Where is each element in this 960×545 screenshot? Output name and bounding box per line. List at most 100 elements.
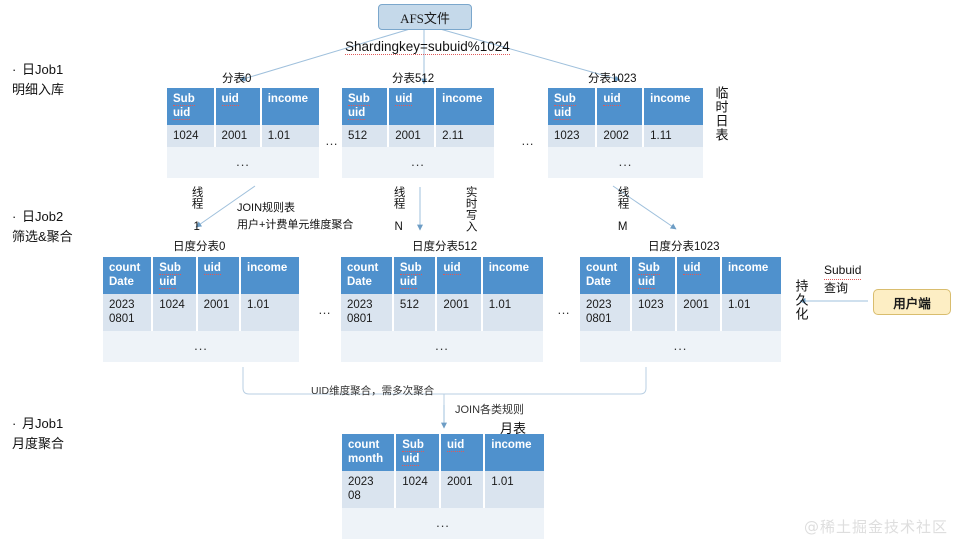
join-rule-line1: JOIN规则表 <box>237 202 296 214</box>
column-header: count Date <box>586 262 618 289</box>
daily-ellipsis-right: … <box>557 302 570 317</box>
daily-table-512: count Date Sub uid uid income 2023 0801 … <box>341 257 543 362</box>
column-header: Sub uid <box>554 93 576 121</box>
table-cell: 2023 0801 <box>580 293 633 331</box>
column-header: count Date <box>109 262 141 289</box>
table-cell: 2001 <box>388 124 437 148</box>
shard-table-title-1023: 分表1023 <box>588 73 637 85</box>
daily-table-title-0: 日度分表0 <box>173 241 226 253</box>
table-cell: 1.01 <box>484 470 544 508</box>
stage-name: 日Job1 <box>22 62 64 77</box>
column-header: count month <box>348 439 384 466</box>
table-cell: 2001 <box>436 293 483 331</box>
column-header: uid <box>603 93 621 106</box>
table-row-more: ... <box>342 147 494 179</box>
table-cell: 1023 <box>631 293 678 331</box>
table-header-row: count Date Sub uid uid income <box>103 257 299 294</box>
table-more-indicator: ... <box>341 330 543 362</box>
table-more-indicator: ... <box>342 507 544 539</box>
sharding-key-label: Shardingkey=subuid%1024 <box>345 39 510 55</box>
table-header-row: Sub uid uid income <box>167 88 319 125</box>
table-cell: 2.11 <box>435 124 494 148</box>
table-cell: 1.11 <box>643 124 703 148</box>
table-cell: 2023 0801 <box>341 293 394 331</box>
bracket-daily-to-month <box>242 367 647 405</box>
column-header: Sub uid <box>348 93 370 121</box>
table-row-more: ... <box>342 507 544 539</box>
table-cell: 1.01 <box>260 124 319 148</box>
shard-table-0: Sub uid uid income 1024 2001 1.01 ... <box>167 88 319 179</box>
join-rule-annotation: JOIN规则表 用户+计费单元维度聚合 <box>237 200 353 233</box>
stage-desc: 筛选&聚合 <box>12 229 73 245</box>
table-row: 2023 0801 1024 2001 1.01 <box>103 293 299 331</box>
thread-label-n: 线程 N <box>390 186 407 233</box>
thread-label-m: 线程 M <box>614 186 631 233</box>
stage-label-day-job2: ·日Job2 筛选&聚合 <box>12 207 172 247</box>
daily-table-title-1023: 日度分表1023 <box>648 241 720 253</box>
column-header: income <box>491 439 532 451</box>
table-cell: 1.01 <box>481 293 543 331</box>
month-table: count month Sub uid uid income 2023 08 1… <box>342 434 544 539</box>
table-cell: 512 <box>342 124 390 148</box>
join-all-rules-annotation: JOIN各类规则 <box>455 404 525 416</box>
table-row: 1024 2001 1.01 <box>167 124 319 148</box>
temp-daily-table-group-label: 临时日表 <box>713 86 729 142</box>
table-cell: 2023 08 <box>342 470 397 508</box>
thread-label-1: 线程 1 <box>188 186 205 233</box>
column-header: income <box>247 262 288 274</box>
shard-table-512: Sub uid uid income 512 2001 2.11 ... <box>342 88 494 179</box>
table-cell: 512 <box>392 293 438 331</box>
afs-file-label: AFS文件 <box>400 10 450 26</box>
thread-label-text: 线程 N <box>392 186 405 233</box>
shard-table-title-0: 分表0 <box>222 73 252 85</box>
stage-name: 日Job2 <box>22 209 64 224</box>
column-header: count Date <box>347 262 379 289</box>
column-header: Sub uid <box>159 262 181 290</box>
table-cell: 1024 <box>167 124 216 148</box>
table-header-row: count month Sub uid uid income <box>342 434 544 471</box>
join-rule-line2: 用户+计费单元维度聚合 <box>237 218 354 231</box>
column-header: income <box>442 93 483 105</box>
stage-desc: 明细入库 <box>12 82 65 98</box>
table-row: 2023 0801 1023 2001 1.01 <box>580 293 781 331</box>
table-cell: 2001 <box>440 470 486 508</box>
column-header: income <box>267 93 308 105</box>
daily-table-0: count Date Sub uid uid income 2023 0801 … <box>103 257 299 362</box>
table-header-row: Sub uid uid income <box>342 88 494 125</box>
client-box[interactable]: 用户端 <box>873 289 951 315</box>
client-label: 用户端 <box>893 296 931 311</box>
table-cell: 2001 <box>676 293 722 331</box>
table-header-row: count Date Sub uid uid income <box>341 257 543 294</box>
table-row: 2023 08 1024 2001 1.01 <box>342 470 544 508</box>
daily-table-title-512: 日度分表512 <box>412 241 478 253</box>
table-cell: 2002 <box>596 124 645 148</box>
table-row: 1023 2002 1.11 <box>548 124 703 148</box>
subuid-query-line2: 查询 <box>824 281 849 296</box>
shard-ellipsis-right: … <box>521 133 534 148</box>
table-row-more: ... <box>341 330 543 362</box>
table-more-indicator: ... <box>103 330 299 362</box>
daily-table-1023: count Date Sub uid uid income 2023 0801 … <box>580 257 781 362</box>
daily-ellipsis-left: … <box>318 302 331 317</box>
realtime-write-annotation: 实时写入 <box>464 186 477 232</box>
persistence-group-label: 持久化 <box>793 279 809 321</box>
table-row-more: ... <box>548 147 703 179</box>
table-cell: 1023 <box>548 124 598 148</box>
table-cell: 1024 <box>152 293 198 331</box>
afs-file-box[interactable]: AFS文件 <box>378 4 472 30</box>
subuid-query-line1: Subuid <box>824 262 862 281</box>
column-header: Sub uid <box>402 439 424 467</box>
uid-aggregate-annotation: UID维度聚合，需多次聚合 <box>311 385 435 397</box>
column-header: Sub uid <box>638 262 660 290</box>
column-header: uid <box>443 262 461 275</box>
table-cell: 1.01 <box>240 293 299 331</box>
stage-label-day-job1: ·日Job1 明细入库 <box>12 60 172 100</box>
stage-desc: 月度聚合 <box>12 436 65 452</box>
column-header: uid <box>447 439 465 452</box>
column-header: income <box>488 262 529 274</box>
shard-table-title-512: 分表512 <box>392 73 435 85</box>
thread-label-text: 线程 M <box>616 186 629 233</box>
table-row: 2023 0801 512 2001 1.01 <box>341 293 543 331</box>
table-cell: 2023 0801 <box>103 293 154 331</box>
